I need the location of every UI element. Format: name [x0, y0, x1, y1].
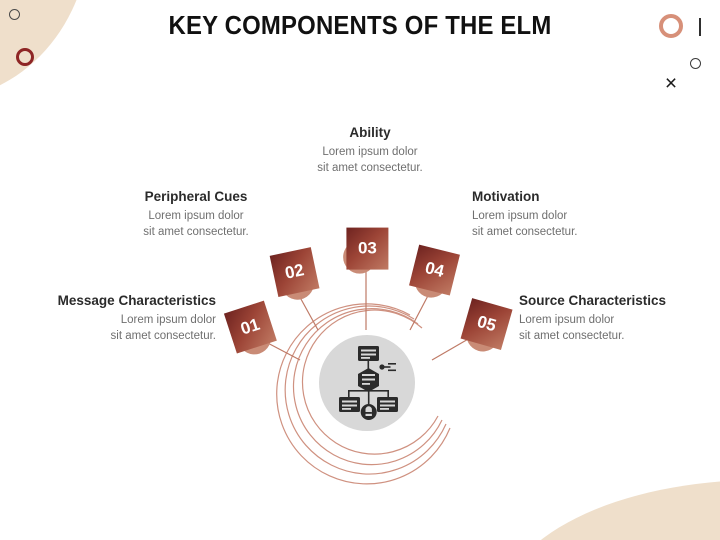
- node-label-motivation: Motivation Lorem ipsum dolor sit amet co…: [472, 189, 672, 240]
- node-body-line-1: Lorem ipsum dolor: [322, 146, 418, 158]
- node-body-line-2: sit amet consectetur.: [519, 329, 625, 342]
- badge-05[interactable]: 05: [458, 298, 515, 356]
- badge-04[interactable]: 04: [406, 244, 462, 302]
- salmon-ring-icon: [659, 14, 683, 38]
- node-label-message-characteristics: Message Characteristics Lorem ipsum dolo…: [4, 293, 216, 344]
- close-icon: ×: [664, 72, 678, 95]
- node-body-line-2: sit amet consectetur.: [143, 225, 249, 238]
- node-body-line-1: Lorem ipsum dolor: [472, 210, 568, 222]
- badge-number-02: 02: [269, 247, 320, 297]
- node-body-line-1: Lorem ipsum dolor: [120, 314, 216, 326]
- small-circle-outline-icon: [9, 9, 20, 20]
- node-heading: Message Characteristics: [57, 293, 216, 308]
- badge-number-03: 03: [346, 227, 389, 270]
- node-body-line-2: sit amet consectetur.: [472, 225, 578, 238]
- node-label-ability: Ability Lorem ipsum dolor sit amet conse…: [282, 125, 458, 176]
- bottom-right-corner-shape: [500, 480, 720, 540]
- small-circle-outline-icon-right: [690, 58, 701, 69]
- node-label-source-characteristics: Source Characteristics Lorem ipsum dolor…: [519, 293, 720, 344]
- maroon-ring-icon: [16, 48, 34, 66]
- node-body-line-1: Lorem ipsum dolor: [148, 210, 244, 222]
- badge-01[interactable]: 01: [222, 300, 280, 359]
- badge-02[interactable]: 02: [268, 247, 323, 303]
- node-body-line-2: sit amet consectetur.: [317, 161, 423, 174]
- badge-03[interactable]: 03: [333, 217, 398, 282]
- page-title: KEY COMPONENTS OF THE ELM: [168, 10, 552, 40]
- vertical-bar-icon: [699, 18, 701, 36]
- node-body-line-1: Lorem ipsum dolor: [519, 314, 615, 326]
- node-body-line-2: sit amet consectetur.: [110, 329, 216, 342]
- network-diagram-icon: [339, 346, 398, 420]
- node-heading: Peripheral Cues: [144, 189, 248, 204]
- node-heading: Ability: [349, 125, 391, 140]
- node-heading: Source Characteristics: [519, 293, 667, 308]
- node-label-peripheral-cues: Peripheral Cues Lorem ipsum dolor sit am…: [108, 189, 284, 240]
- node-heading: Motivation: [472, 189, 540, 204]
